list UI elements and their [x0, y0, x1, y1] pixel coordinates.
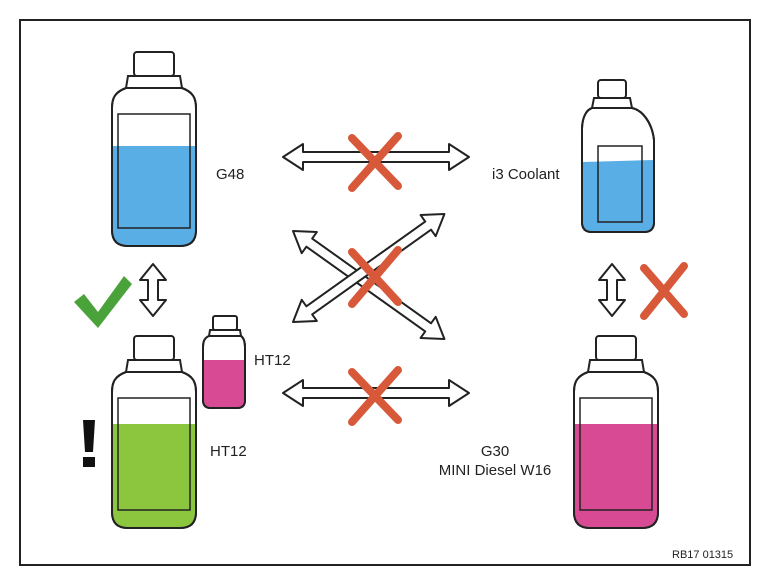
g48-bottle — [111, 51, 197, 247]
ht12-large-liquid — [113, 424, 195, 527]
ht12-small-bottle — [202, 315, 246, 409]
i3-coolant-bottle — [581, 79, 655, 233]
exclamation-icon — [83, 420, 95, 467]
ht12-large-bottle — [111, 335, 197, 529]
label-mini-diesel: MINI Diesel W16 — [438, 462, 552, 479]
red-cross-icon — [348, 246, 402, 308]
reference-code: RB17 01315 — [672, 549, 734, 561]
ht12-small-liquid — [204, 360, 244, 407]
label-g30: G30 — [480, 443, 510, 460]
g30-liquid — [575, 424, 657, 527]
label-g48: G48 — [216, 166, 245, 183]
label-ht12-small: HT12 — [254, 352, 291, 369]
label-ht12-large: HT12 — [210, 443, 247, 460]
g30-bottle — [573, 335, 659, 529]
red-cross-icon — [348, 366, 402, 426]
g48-liquid — [113, 146, 195, 245]
red-cross-icon — [348, 132, 402, 192]
red-cross-icon — [640, 262, 688, 320]
green-check-icon — [74, 276, 132, 328]
i3-liquid — [583, 160, 653, 231]
label-i3-coolant: i3 Coolant — [492, 166, 560, 183]
